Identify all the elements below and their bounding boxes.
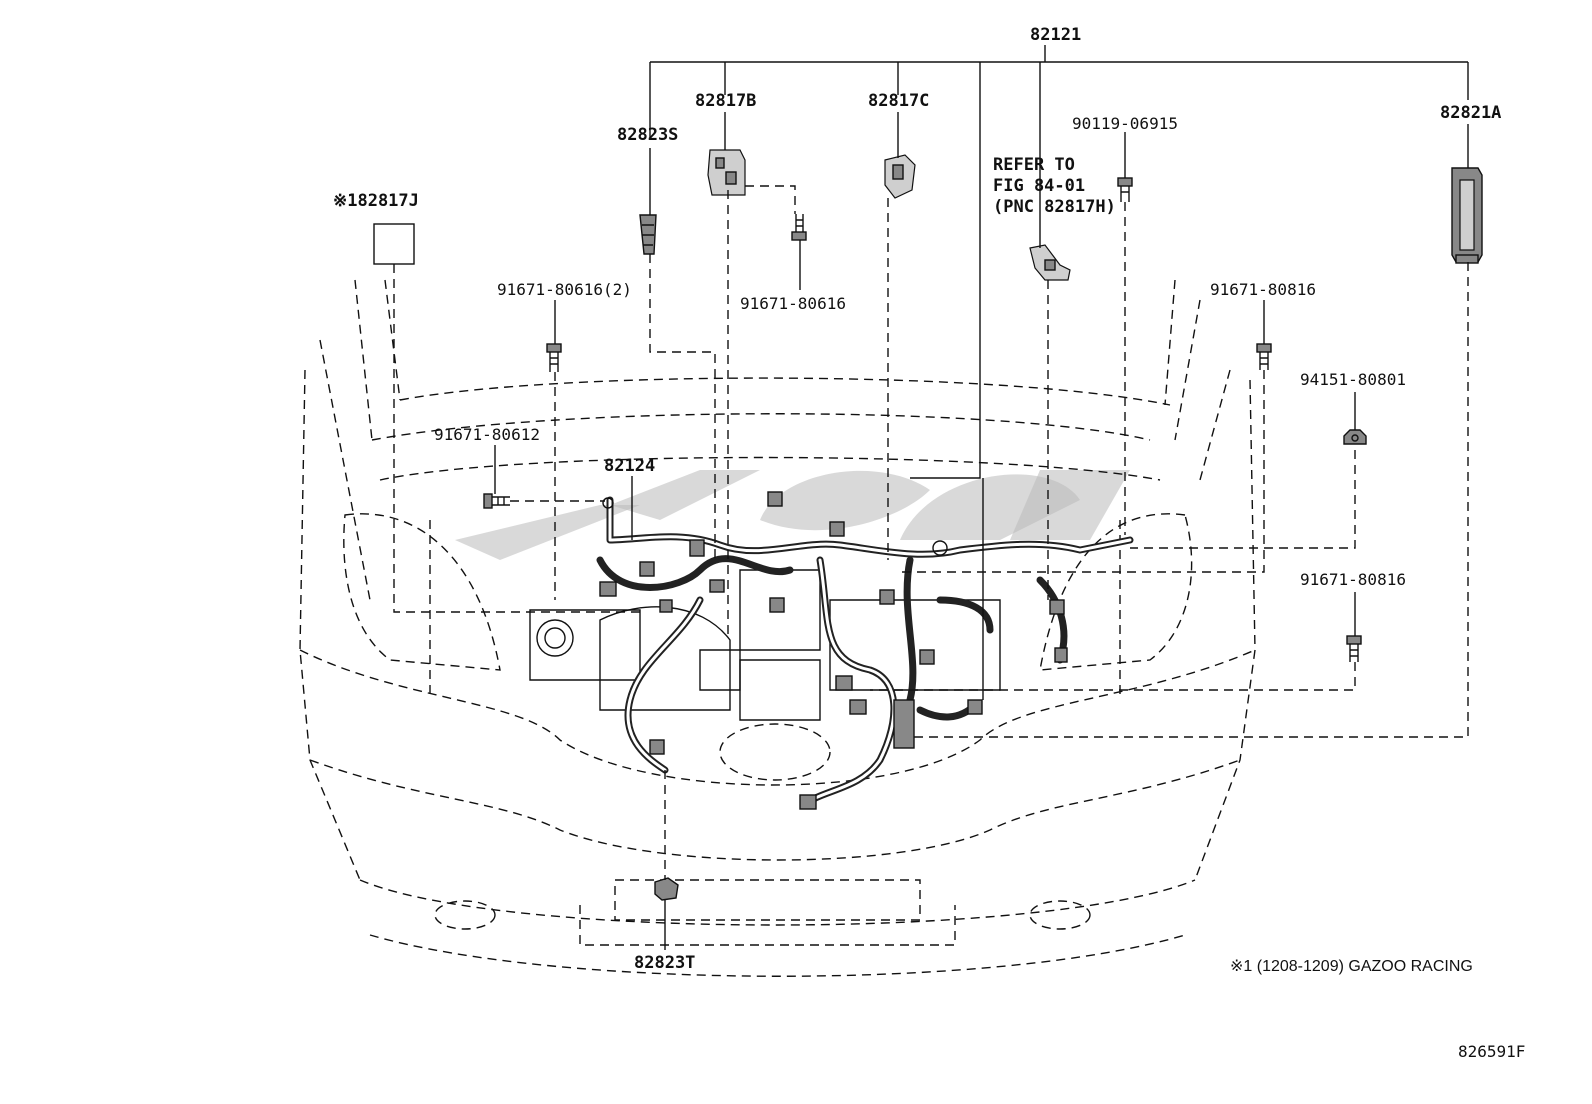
label-91671-80816-top: 91671-80816 [1210, 280, 1316, 299]
label-82821a: 82821A [1440, 103, 1501, 123]
label-82817c: 82817C [868, 91, 929, 111]
refer-note-line3: (PNC 82817H) [993, 197, 1116, 217]
bolt-icon [791, 214, 807, 241]
parts [373, 149, 1483, 901]
wire-harness [596, 491, 1134, 810]
label-91671-80616-2: 91671-80616(2) [497, 280, 632, 299]
protector-82823t [654, 877, 679, 901]
bolt-icon [1117, 177, 1133, 202]
clamp-82817h [1029, 244, 1071, 281]
car-body-outline [299, 279, 1256, 977]
label-82817j: ※182817J [333, 191, 419, 211]
cover-82821a [1451, 167, 1483, 264]
footnote-gazoo-racing: ※1 (1208-1209) GAZOO RACING [1230, 958, 1473, 975]
clamp-82817b [707, 149, 746, 196]
label-90119-06915: 90119-06915 [1072, 114, 1178, 133]
label-91671-80816-bottom: 91671-80816 [1300, 570, 1406, 589]
watermark-logo [455, 470, 1130, 560]
leader-lines [494, 45, 1469, 950]
label-82823t: 82823T [634, 953, 695, 973]
part-labels: 82121 82817B 82817C 82823S 82821A 90119-… [333, 25, 1525, 1061]
figure-id: 826591F [1458, 1042, 1525, 1061]
bolt-icon [483, 493, 510, 509]
label-82817b: 82817B [695, 91, 756, 111]
bolt-icon [546, 343, 562, 372]
indicator-lines [393, 185, 1469, 880]
label-91671-80612: 91671-80612 [434, 425, 540, 444]
bolt-icon [1256, 343, 1272, 370]
bolt-icon [1346, 635, 1362, 662]
label-82121: 82121 [1030, 25, 1081, 45]
label-91671-80616: 91671-80616 [740, 294, 846, 313]
refer-note-line2: FIG 84-01 [993, 176, 1085, 196]
part-82817j-box [373, 223, 415, 265]
refer-note-line1: REFER TO [993, 155, 1075, 175]
label-94151-80801: 94151-80801 [1300, 370, 1406, 389]
nut-icon [1343, 429, 1367, 445]
clamp-82817c [884, 154, 916, 199]
label-82823s: 82823S [617, 125, 678, 145]
label-82124: 82124 [604, 456, 655, 476]
protector-82823s [639, 214, 657, 255]
